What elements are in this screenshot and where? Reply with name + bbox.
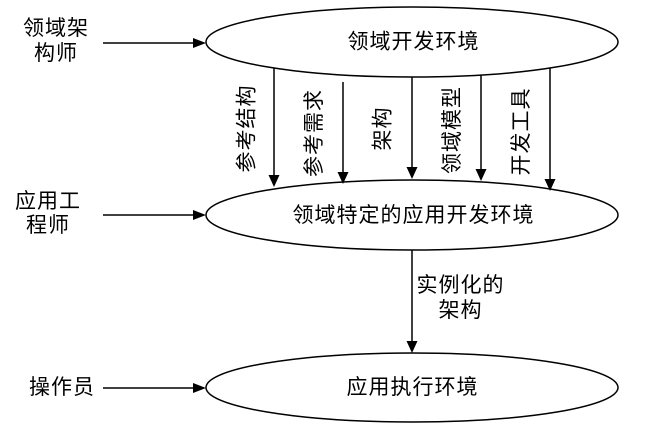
- edge-label-development-tools: 开发工具: [509, 88, 533, 176]
- arrowhead: [544, 179, 556, 191]
- arrowhead: [268, 175, 280, 187]
- arrowhead: [193, 38, 206, 48]
- edge-instantiated-architecture: 实例化的 架构: [406, 250, 505, 353]
- arrowhead: [193, 210, 206, 220]
- arrow-domain-architect-to-domain-development-env: [103, 38, 206, 48]
- actor-operator: 操作员: [29, 375, 95, 399]
- actor-nodes: 领域架 构师 应用工 程师 操作员: [15, 16, 95, 399]
- env-label-domain-specific-app-development: 领域特定的应用开发环境: [293, 203, 535, 227]
- actor-application-engineer-label-line-1: 应用工: [15, 189, 81, 213]
- arrowhead: [337, 172, 349, 184]
- arrowhead: [406, 167, 418, 179]
- actor-application-engineer-label-line-2: 程师: [26, 213, 70, 237]
- edge-domain-model: 领域模型: [440, 75, 487, 181]
- arrowhead: [475, 169, 487, 181]
- env-label-domain-development: 领域开发环境: [348, 30, 480, 54]
- edge-label-reference-requirements: 参考需求: [302, 89, 326, 177]
- actor-application-engineer: 应用工 程师: [15, 189, 81, 237]
- artifact-edges: 参考结构 参考需求 架构 领域模型 开发工具: [235, 68, 556, 191]
- arrow-operator-to-app-execution-env: [103, 383, 206, 393]
- arrowhead: [406, 341, 418, 353]
- actor-domain-architect: 领域架 构师: [23, 16, 89, 65]
- edge-label-domain-model: 领域模型: [440, 86, 464, 174]
- actor-domain-architect-label-line-2: 构师: [34, 41, 78, 65]
- env-label-app-execution: 应用执行环境: [347, 375, 479, 399]
- edge-label-architecture: 架构: [371, 107, 395, 151]
- edge-reference-requirements: 参考需求: [302, 82, 349, 184]
- edge-label-instantiated-line-1: 实例化的: [417, 273, 505, 297]
- actor-operator-label: 操作员: [29, 375, 95, 399]
- arrowhead: [193, 383, 206, 393]
- edge-architecture: 架构: [371, 77, 418, 179]
- arrow-application-engineer-to-domain-specific-app-dev-env: [103, 210, 206, 220]
- edge-label-instantiated-line-2: 架构: [439, 298, 483, 322]
- actor-arrows: [103, 38, 206, 393]
- edge-development-tools: 开发工具: [509, 68, 556, 191]
- actor-domain-architect-label-line-1: 领域架: [23, 16, 89, 40]
- edge-label-reference-structure: 参考结构: [235, 85, 259, 173]
- edge-reference-structure: 参考结构: [235, 68, 280, 187]
